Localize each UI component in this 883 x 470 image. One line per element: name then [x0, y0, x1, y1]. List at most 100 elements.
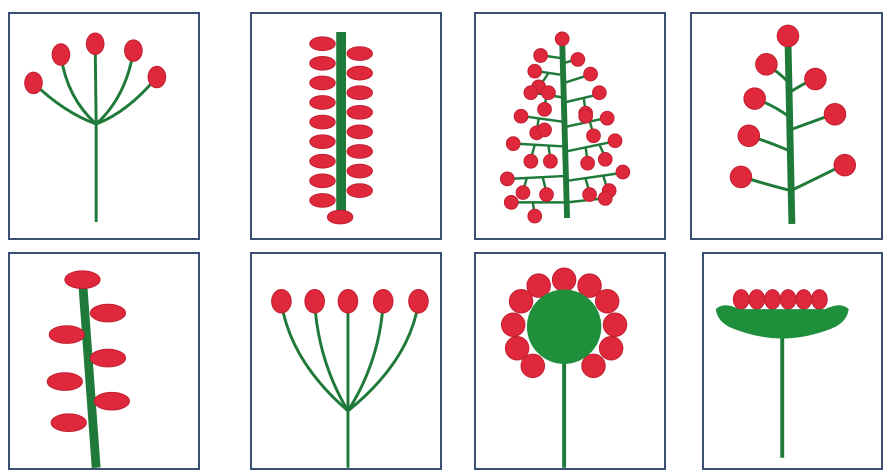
flower [579, 109, 593, 123]
flower [777, 25, 799, 47]
flower [409, 290, 429, 314]
flower [310, 96, 335, 110]
flower [310, 37, 335, 51]
panel-umbel [8, 12, 200, 240]
flower [347, 164, 372, 178]
flower [593, 86, 607, 100]
flower [47, 373, 82, 391]
flower [52, 44, 70, 66]
flower [347, 125, 372, 139]
flower [501, 313, 524, 337]
panel-head [474, 252, 666, 470]
flower [587, 129, 601, 143]
pedicel [34, 83, 97, 124]
flower [583, 188, 597, 202]
flower [756, 54, 778, 76]
flower [524, 154, 538, 168]
flower [125, 40, 143, 62]
flower [733, 290, 749, 310]
flower [516, 186, 530, 200]
flower [373, 290, 393, 314]
flower [310, 194, 335, 208]
flower [528, 209, 542, 223]
flower [796, 290, 812, 310]
umbel-diagram [10, 14, 198, 238]
flower [347, 184, 372, 198]
flower [90, 349, 125, 367]
flower [521, 354, 545, 378]
flower [504, 196, 518, 210]
flower [94, 392, 129, 410]
receptacle [527, 290, 601, 364]
flower [805, 68, 827, 90]
hypanthodium-flowers [733, 290, 827, 310]
main-axis [562, 40, 567, 218]
head-diagram [476, 254, 664, 468]
flower [824, 103, 846, 125]
flower [584, 67, 598, 81]
flower [595, 290, 619, 314]
flower [524, 86, 538, 100]
flower [744, 88, 766, 110]
flower [310, 154, 335, 168]
flower [310, 115, 335, 129]
flower [552, 268, 576, 292]
flower [534, 49, 548, 63]
main-axis [336, 32, 346, 220]
flower [347, 105, 372, 119]
flower [738, 125, 760, 147]
flower [528, 64, 542, 78]
flower [347, 66, 372, 80]
flower [49, 326, 84, 344]
flower [603, 313, 627, 337]
flower [347, 145, 372, 159]
flower [582, 354, 606, 378]
flower [834, 154, 856, 176]
flower [544, 154, 558, 168]
hypanthodium-diagram [704, 254, 881, 468]
flower [25, 72, 43, 94]
flower [65, 271, 100, 289]
pedicel [95, 46, 96, 124]
panicle-diagram [476, 14, 664, 238]
flower [555, 32, 569, 46]
flower [514, 109, 528, 123]
flower [538, 103, 552, 117]
flower [600, 111, 614, 125]
branch [515, 144, 566, 160]
corymb-flowers [272, 290, 429, 314]
flower [310, 174, 335, 188]
flower [51, 414, 86, 432]
receptacle-cup [716, 305, 849, 338]
flower [598, 152, 612, 166]
pedicel [61, 56, 96, 125]
flower [571, 53, 585, 67]
spike-diagram [252, 14, 440, 238]
umbel-stalks [34, 46, 157, 222]
panel-spike [250, 12, 442, 240]
flower [90, 304, 125, 322]
corymb-stalks [281, 303, 418, 468]
flower [599, 337, 623, 361]
flower [310, 56, 335, 70]
flower [581, 156, 595, 170]
flower [542, 86, 556, 100]
panel-hypanthodium [702, 252, 883, 470]
flower [812, 290, 828, 310]
flower [500, 172, 514, 186]
flower [509, 290, 533, 314]
main-axis [788, 40, 792, 224]
flower [305, 290, 325, 314]
flower [310, 135, 335, 149]
flower [765, 290, 781, 310]
panel-raceme [690, 12, 883, 240]
flower [310, 76, 335, 90]
flower [327, 210, 352, 224]
flower [338, 290, 358, 314]
flower [538, 123, 552, 137]
raceme-diagram [692, 14, 881, 238]
flower [780, 290, 796, 310]
flower [506, 137, 520, 151]
corymb-diagram [252, 254, 440, 468]
panel-corymb [250, 252, 442, 470]
